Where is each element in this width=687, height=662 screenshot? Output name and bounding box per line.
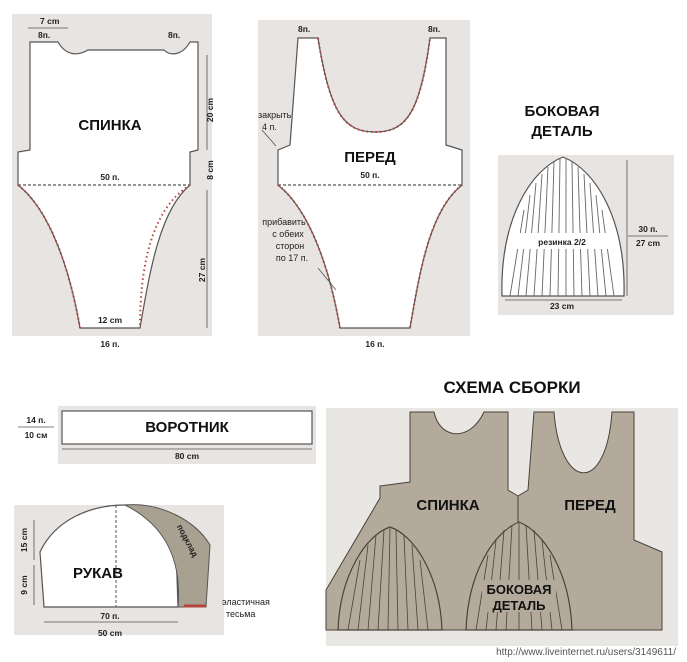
side-height-stitches-label: 30 п.	[638, 224, 657, 234]
back-right-decrease-dots	[139, 184, 191, 329]
sleeve-width-stitches-label: 70 п.	[100, 611, 119, 621]
collar-cm-label: 10 см	[25, 430, 48, 440]
front-bottom-stitches-label: 16 п.	[365, 339, 384, 349]
front-panel: ПЕРЕД 8п. 8п. закрыть 4 п. 50 п. прибави…	[258, 20, 470, 349]
assembly-side-label-line2: ДЕТАЛЬ	[492, 598, 545, 613]
sleeve-height-bottom-label: 9 cm	[19, 575, 29, 595]
side-rib-label-bg	[514, 233, 610, 249]
front-add-pointer	[317, 267, 337, 291]
assembly-panel: СХЕМА СБОРКИ СПИНКА	[325, 378, 678, 646]
collar-stitches-label: 14 п.	[26, 415, 45, 425]
collar-shape	[61, 410, 313, 445]
back-bottom-cm-label: 12 cm	[98, 315, 123, 325]
side-shape	[501, 156, 625, 297]
back-left-decrease-dots	[17, 184, 81, 329]
collar-title: ВОРОТНИК	[145, 419, 229, 436]
front-title: ПЕРЕД	[344, 149, 396, 166]
front-close-label: закрыть	[258, 110, 292, 120]
side-panel: БОКОВАЯ ДЕТАЛЬ резинка 2/2 30 п. 27 cm 2…	[498, 103, 674, 315]
assembly-title: СХЕМА СБОРКИ	[443, 378, 580, 397]
collar-panel: ВОРОТНИК 14 п. 10 см 80 cm	[18, 406, 316, 464]
side-title-line1: БОКОВАЯ	[525, 103, 600, 120]
sleeve-height-top-label: 15 cm	[19, 528, 29, 553]
assembly-side-label-line1: БОКОВАЯ	[487, 582, 552, 597]
front-close-count-label: 4 п.	[262, 122, 277, 132]
front-shoulder-right-label: 8п.	[428, 24, 440, 34]
front-add-line2: с обеих	[272, 229, 304, 239]
sleeve-elastic-line2: тесьма	[226, 609, 255, 619]
side-height-cm-label: 27 cm	[636, 238, 661, 248]
back-bottom-stitches-label: 16 п.	[100, 339, 119, 349]
watermark-url: http://www.liveinternet.ru/users/3149611…	[496, 647, 676, 658]
back-panel: СПИНКА 7 cm 8п. 8п. 20 cm 8 cm 27 cm 50 …	[12, 14, 215, 349]
sleeve-elastic-line1: эластичная	[222, 597, 270, 607]
front-right-increase-dots	[409, 184, 463, 329]
assembly-back-label: СПИНКА	[416, 497, 479, 514]
back-height-upper-label: 20 cm	[205, 98, 215, 123]
side-rib-label: резинка 2/2	[538, 237, 586, 247]
front-add-line3: сторон	[276, 241, 305, 251]
back-top-width-label: 7 cm	[40, 16, 60, 26]
back-width-label: 50 п.	[100, 172, 119, 182]
front-width-label: 50 п.	[360, 170, 379, 180]
sleeve-width-cm-label: 50 cm	[98, 628, 123, 638]
front-shoulder-left-label: 8п.	[298, 24, 310, 34]
back-height-mid-label: 8 cm	[205, 160, 215, 180]
back-shoulder-left-label: 8п.	[38, 30, 50, 40]
back-title: СПИНКА	[78, 117, 141, 134]
side-width-label: 23 cm	[550, 301, 575, 311]
assembly-front-label: ПЕРЕД	[564, 497, 616, 514]
front-close-pointer	[261, 129, 277, 147]
assembly-side-left-ribs	[347, 527, 429, 631]
back-height-lower-label: 27 cm	[197, 258, 207, 283]
collar-length-label: 80 cm	[175, 451, 200, 461]
sleeve-panel: РУКАВ 15 cm 9 cm подклад эластичная тесь…	[14, 504, 270, 638]
front-add-line1: прибавить	[262, 217, 306, 227]
front-add-line4: по 17 п.	[276, 253, 308, 263]
assembly-side-label-bg	[482, 580, 556, 612]
sleeve-title: РУКАВ	[73, 565, 123, 582]
back-shoulder-right-label: 8п.	[168, 30, 180, 40]
side-title-line2: ДЕТАЛЬ	[531, 123, 592, 140]
front-neckline-dots	[317, 37, 431, 134]
front-left-increase-dots	[277, 184, 341, 329]
